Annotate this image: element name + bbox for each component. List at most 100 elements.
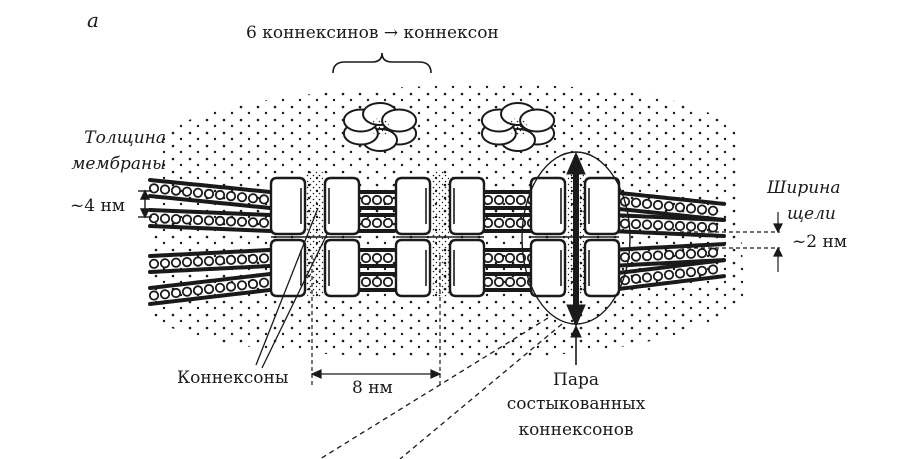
connexon-channels: [269, 170, 621, 298]
connexon-subunit: [529, 238, 567, 298]
connexon-hexamer-top-views: [342, 102, 556, 152]
lipid-bead: [663, 201, 675, 212]
membrane-line: [148, 224, 272, 233]
connexons-label: Коннексоны: [177, 368, 289, 388]
connexon-subunit: [583, 238, 621, 298]
connexon-pair: [269, 170, 361, 298]
lipid-bead: [515, 276, 527, 288]
lipid-bead: [159, 184, 171, 195]
membrane-line: [148, 208, 272, 217]
thickness-dimension: [138, 189, 152, 219]
lipid-bead: [663, 249, 675, 260]
hexamer-pore: [371, 118, 389, 136]
panel-letter: а: [87, 8, 99, 32]
lipid-bead: [360, 217, 372, 229]
membrane-line: [148, 288, 272, 306]
lipid-bead: [685, 221, 697, 232]
membrane-line: [608, 190, 726, 206]
lipid-bead: [707, 247, 719, 258]
lipid-bead: [630, 197, 642, 208]
lipid-bead: [181, 186, 193, 197]
channel-pore: [431, 170, 449, 298]
lipid-bead: [685, 248, 697, 259]
membrane-line: [608, 229, 726, 238]
zoom-rays: [319, 317, 563, 459]
lipid-bead: [663, 269, 675, 280]
lipid-bead: [382, 217, 394, 229]
connexon-subunit: [583, 176, 621, 236]
lipid-bead: [170, 214, 182, 225]
lipid-bead: [247, 217, 259, 228]
lipid-bead: [360, 194, 372, 206]
lipid-bead: [382, 194, 394, 206]
connexon-subunit: [269, 238, 307, 298]
lipid-bead: [247, 253, 259, 264]
lipid-bead: [371, 217, 383, 229]
lipid-bead: [159, 213, 171, 224]
lipid-bead: [159, 289, 171, 300]
connexon-subunit: [529, 176, 567, 236]
lipid-bead: [214, 215, 226, 226]
lipid-bead: [258, 277, 270, 288]
lipid-bead: [371, 194, 383, 206]
connexon-pair: [394, 170, 486, 298]
lipid-bead: [663, 220, 675, 231]
gap-width-label-line1: Ширина: [767, 178, 841, 198]
lipid-bead: [236, 254, 248, 265]
lipid-bead: [181, 256, 193, 268]
lipid-bead: [504, 252, 516, 264]
membrane-line: [608, 274, 726, 292]
spacing-value: 8 нм: [352, 378, 393, 398]
lipid-bead: [203, 215, 215, 226]
lipid-bead: [181, 286, 193, 297]
lipid-headgroups: [148, 183, 719, 301]
docked-pair-label-line1: Пара: [553, 370, 599, 390]
hexamer-flower: [480, 102, 556, 152]
lipid-bead: [382, 252, 394, 264]
gap-dimension: [680, 212, 783, 272]
lipid-bead: [192, 256, 204, 267]
lipid-bead: [371, 252, 383, 264]
membrane-line: [148, 178, 272, 194]
lipid-bead: [236, 192, 248, 203]
lipid-bead: [170, 287, 182, 299]
lipid-bead: [247, 278, 259, 290]
lipid-bead: [641, 251, 653, 262]
lipid-bead: [382, 276, 394, 288]
lipid-bead: [652, 250, 664, 261]
connexon-subunit: [394, 176, 432, 236]
docked-pair-label-line3: коннексонов: [518, 420, 634, 440]
lipid-bead: [192, 187, 204, 198]
lipid-bead: [225, 281, 237, 292]
lipid-bead: [493, 217, 505, 229]
hexamer-caption: 6 коннексинов → коннексон: [246, 23, 499, 43]
membrane-thickness-label-line1: Толщина: [84, 128, 166, 148]
lipid-bead: [148, 258, 160, 269]
lipid-bead: [674, 220, 686, 232]
lipid-bead: [214, 282, 226, 293]
lipid-bead: [696, 248, 708, 259]
channel-pore: [306, 170, 324, 298]
lipid-bead: [236, 216, 248, 227]
connexon-subunit: [448, 176, 486, 236]
lipid-bead: [371, 276, 383, 288]
lipid-bead: [258, 253, 270, 264]
lipid-bead: [148, 213, 160, 224]
lipid-bead: [225, 216, 237, 227]
lipid-bead: [685, 203, 697, 214]
lipid-bead: [707, 205, 719, 216]
lipid-bead: [360, 276, 372, 288]
lipid-bead: [630, 219, 642, 230]
gap-width-label-line2: щели: [787, 204, 836, 224]
membrane-line: [148, 248, 272, 258]
lipid-bead: [652, 271, 664, 282]
connexon-leader-lines: [255, 207, 329, 369]
gap-value: ~2 нм: [792, 232, 848, 252]
membrane-line: [148, 264, 272, 274]
lipid-bead: [707, 222, 719, 233]
lipid-bead: [504, 217, 516, 229]
lipid-bead: [225, 254, 237, 265]
connexon-subunit: [323, 238, 361, 298]
lipid-bead: [236, 280, 248, 291]
lipid-bead: [214, 189, 226, 201]
